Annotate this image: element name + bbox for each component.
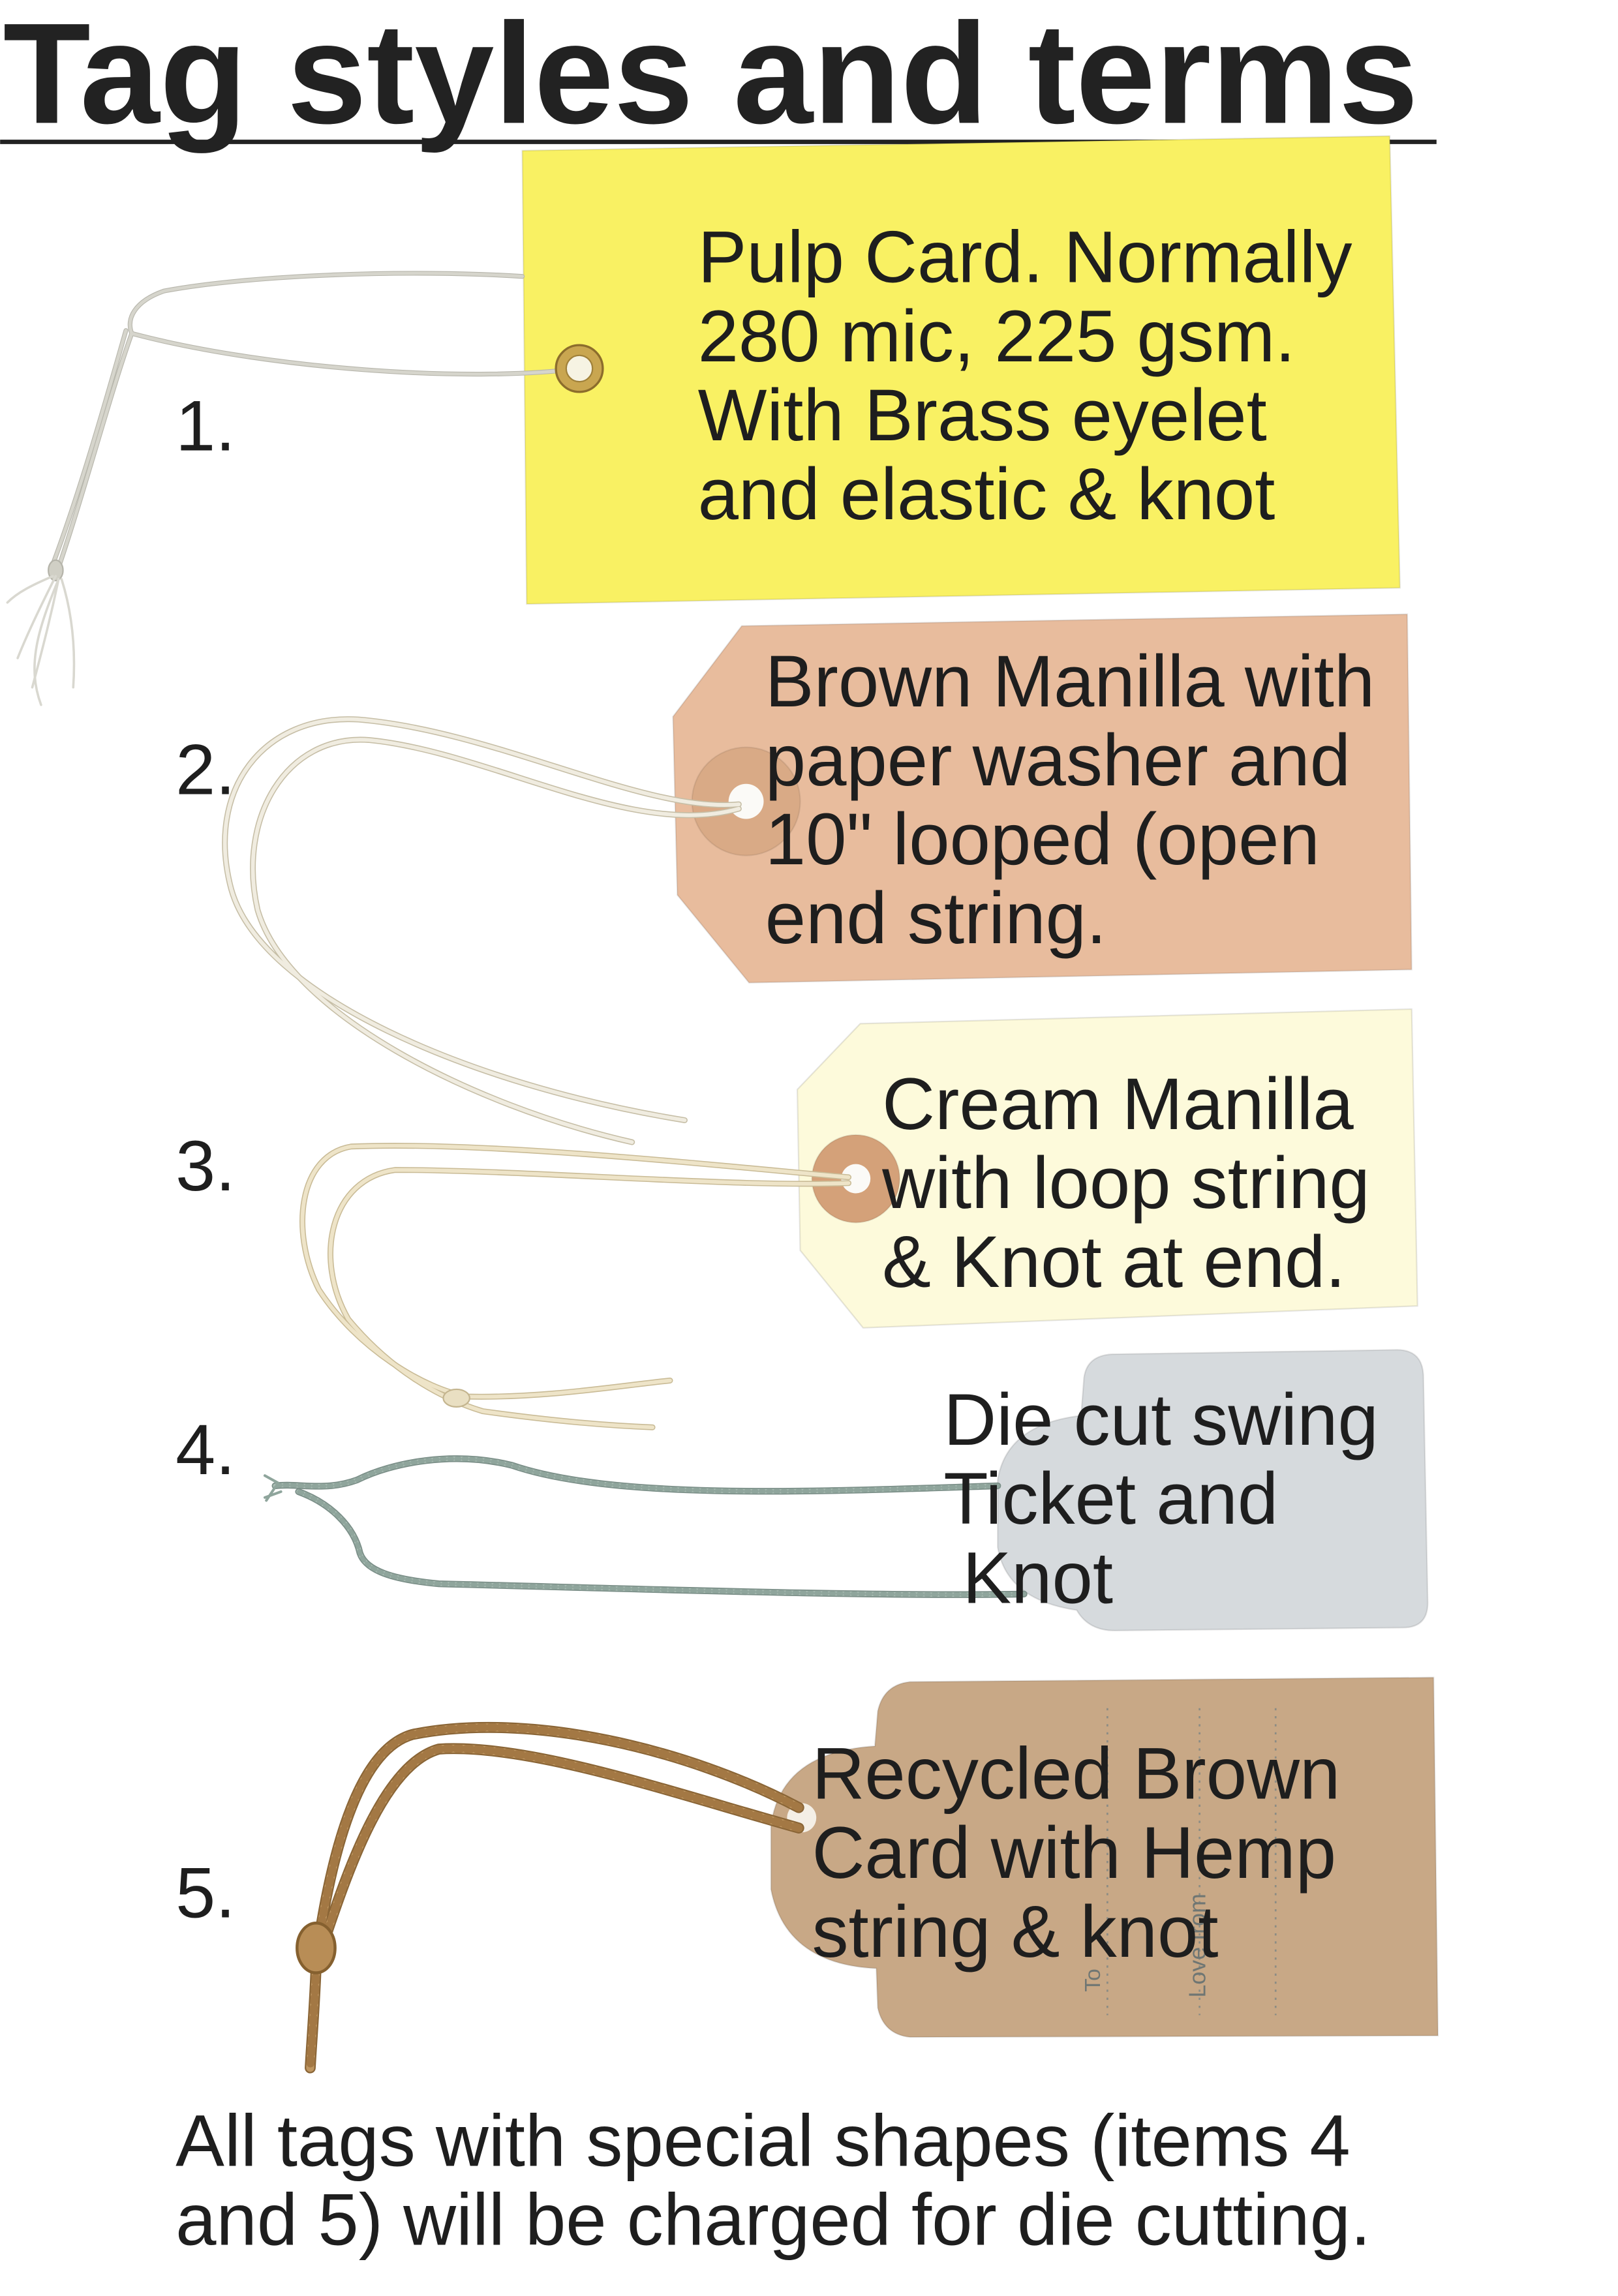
tag-5-printed-love-from-label: Love from: [1185, 1894, 1211, 1997]
tag-3-loop-string: [303, 1145, 849, 1427]
footer-note-line: and 5) will be charged for die cutting.: [176, 2179, 1371, 2261]
page-title: Tag styles and terms: [3, 0, 1418, 153]
tag-2-description-line: 10" looped (open: [765, 798, 1320, 880]
tag-5-description-line: Card with Hemp: [812, 1812, 1336, 1894]
elastic-strand: [59, 333, 132, 567]
elastic-strand: [132, 333, 579, 374]
tag-2-description-line: Brown Manilla with: [765, 641, 1375, 722]
tag-4-description-line: Knot: [962, 1537, 1113, 1618]
tag-5-description-line: string & knot: [812, 1891, 1218, 1972]
die-cutting-note: All tags with special shapes (items 4 an…: [176, 2100, 1371, 2260]
tag-4-twisted-string: [275, 1458, 1024, 1594]
tag-5-number: 5.: [176, 1853, 236, 1933]
elastic-strand-outline: [130, 273, 522, 333]
tag-5-hemp-knot: [296, 1922, 337, 1974]
fray-strand: [263, 1474, 280, 1485]
fray-strand: [33, 578, 60, 706]
tag-1-frayed-ends: [6, 575, 76, 706]
tag-1: 1. Pulp Card. Normally 280 mic, 225 gsm.…: [6, 135, 1401, 706]
tag-1-number: 1.: [176, 387, 236, 466]
cotton-strand-outline: [225, 719, 739, 1121]
fray-strand: [265, 1486, 277, 1502]
tag-2-description-line: paper washer and: [765, 719, 1351, 801]
tag-1-pulp-card: [521, 135, 1401, 605]
tag-3-description-line: Cream Manilla: [882, 1063, 1354, 1145]
tag-1-elastic-string: [53, 273, 579, 567]
tag-2-washer-hole: [728, 783, 764, 819]
tag-2-number: 2.: [176, 730, 236, 809]
tag-3-number: 3.: [176, 1126, 236, 1206]
tag-4-number: 4.: [176, 1410, 236, 1490]
tag-5-hemp-string: [310, 1727, 799, 2068]
tag-4-die-cut-swing-ticket: [997, 1349, 1429, 1631]
tag-4-description-line: Die cut swing: [943, 1379, 1379, 1460]
tag-1-eyelet-hole: [565, 354, 594, 383]
tag-3-string-knot: [442, 1388, 470, 1408]
tag-3-description-line: with loop string: [881, 1142, 1370, 1224]
tag-1-description-line: 280 mic, 225 gsm.: [698, 295, 1296, 377]
tag-3-description-line: & Knot at end.: [882, 1221, 1345, 1303]
fray-strand: [6, 575, 54, 604]
tag-2-brown-manilla-card: [672, 613, 1412, 984]
tag-1-description-line: With Brass eyelet: [698, 374, 1267, 456]
fray-strand: [31, 578, 60, 689]
tag-5-printed-to-label: To: [1081, 1969, 1105, 1992]
tag-1-description-line: and elastic & knot: [698, 453, 1275, 535]
tag-5-description-line: Recycled Brown: [812, 1733, 1340, 1815]
tag-2-looped-string: [225, 719, 739, 1142]
tag-4-frayed-end: [263, 1474, 282, 1502]
tag-3-cream-manilla-card: [796, 1008, 1418, 1329]
twisted-strand-texture: [299, 1492, 1024, 1595]
tag-1-description-line: Pulp Card. Normally: [698, 217, 1352, 298]
cotton-strand: [225, 719, 739, 1121]
tag-2: 2. Brown Manilla with paper washer and 1…: [176, 613, 1412, 1142]
footer-note-line: All tags with special shapes (items 4: [176, 2100, 1351, 2181]
tag-5-recycled-brown-card: [770, 1676, 1439, 2038]
tag-2-description-line: end string.: [765, 877, 1107, 959]
tag-3: 3. Cream Manilla with loop string & Knot…: [176, 1008, 1418, 1427]
fray-strand: [60, 578, 76, 689]
tag-4-description-line: Ticket and: [943, 1458, 1278, 1539]
tag-4: 4. Die cut swing Ticket and Knot: [176, 1349, 1429, 1631]
tag-5: To Love from 5. Recycled Brown Card with…: [176, 1676, 1439, 2068]
fray-strand: [16, 575, 57, 659]
elastic-strand: [130, 273, 522, 333]
